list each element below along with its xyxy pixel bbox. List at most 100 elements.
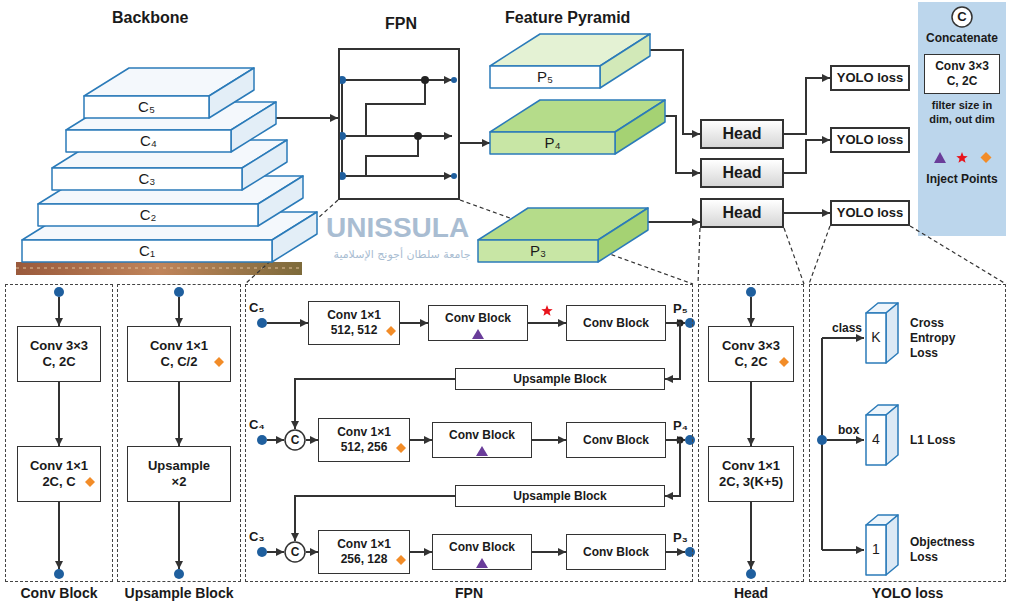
text-holder: FPN <box>235 585 703 603</box>
legend-text: Concatenate <box>918 31 1006 46</box>
slab-shape <box>866 405 898 465</box>
conv-legend-box: Conv 3×3C, 2C <box>924 54 1000 94</box>
fpn-schematic <box>342 175 452 177</box>
inject-triangle <box>472 329 484 339</box>
layer-label: C₅ <box>138 98 155 117</box>
text-holder: Head <box>688 585 814 603</box>
input-image <box>16 268 302 269</box>
port-dot <box>54 569 64 579</box>
panel-title: Conv Block <box>0 585 123 603</box>
slab-shape <box>490 34 650 88</box>
slab-face <box>598 208 648 262</box>
legend-text: Inject Points <box>918 172 1006 187</box>
block-wire <box>267 551 284 553</box>
box-text: YOLO loss <box>837 205 903 221</box>
box-text: Conv 1×1 <box>722 458 780 474</box>
fpn-box: FPN <box>338 48 460 200</box>
block-wire <box>750 502 752 569</box>
fpn-schematic <box>366 80 425 136</box>
box-text: Conv 3×3 <box>935 59 989 74</box>
slab-face <box>600 34 650 88</box>
slab-face <box>272 212 317 262</box>
slab-shape <box>866 515 898 575</box>
output-label: P₄ <box>672 418 689 434</box>
loss-name: Cross Entropy Loss <box>910 316 976 361</box>
block-wire <box>267 439 284 441</box>
text-holder: جامعة سلطان أجونج الإسلامية <box>328 248 476 262</box>
box-text: Conv Block <box>449 540 515 555</box>
text-holder: UNISSULA <box>326 210 469 245</box>
concat-letter: C <box>291 545 300 560</box>
zoom-line <box>698 228 700 284</box>
connector-arrow <box>532 439 566 441</box>
panel-frame <box>5 284 113 582</box>
port-dot <box>746 287 756 297</box>
conv-box: Conv 3×3C, 2C <box>708 326 794 382</box>
input-label: C₅ <box>249 300 264 316</box>
box-text: Head <box>722 203 761 223</box>
text-holder: P₄ <box>672 416 689 434</box>
input-label: C₄ <box>249 417 265 433</box>
connector-arrow <box>750 382 752 446</box>
conv-block-box: Conv Block <box>432 422 532 458</box>
slab-face <box>52 168 242 190</box>
port-dot <box>817 435 827 445</box>
text-holder: Conv Block <box>0 585 123 603</box>
block-wire <box>58 502 60 569</box>
conv-box: Conv 1×12C, C <box>17 446 101 502</box>
text-holder: L1 Loss <box>910 433 955 448</box>
connector-arrow <box>400 322 428 324</box>
zoom-line <box>784 228 804 284</box>
slab-face <box>866 313 886 363</box>
text-holder: C₅ <box>249 300 264 316</box>
box-text: Head <box>722 163 761 183</box>
head-box: Head <box>700 119 784 149</box>
layer-label: P₅ <box>537 68 553 87</box>
slab-face <box>490 132 615 154</box>
output-tensor: 1 <box>866 515 898 575</box>
upsample-box: Upsample×2 <box>127 446 231 502</box>
inject-diamond <box>85 326 789 565</box>
conv-block-box: Conv Block <box>428 305 528 341</box>
box-text: Conv Block <box>583 316 649 331</box>
inject-diamond <box>214 357 224 367</box>
block-wire <box>178 502 180 569</box>
box-text: Head <box>722 124 761 144</box>
text-holder: P₅ <box>672 299 689 317</box>
box-text: 512, 512 <box>331 323 378 338</box>
conv-box: Conv 1×1512, 512 <box>308 301 400 345</box>
layer-label: C₂ <box>140 206 157 225</box>
text-holder: box <box>838 423 859 438</box>
port-dot <box>257 547 267 557</box>
slab-face <box>866 525 886 575</box>
text-holder: Upsample Block <box>107 585 251 603</box>
block-wire <box>178 297 180 326</box>
connector-arrow <box>306 439 318 441</box>
box-text: C, 2C <box>734 354 767 370</box>
layer-label: K <box>871 329 880 347</box>
box-text: Conv Block <box>449 428 515 443</box>
text-holder: Backbone <box>112 8 188 28</box>
slab-shape <box>866 303 898 363</box>
fpn-schematic <box>414 132 422 140</box>
text-holder: P₅ <box>490 66 600 88</box>
text-holder: Feature Pyramid <box>505 8 630 28</box>
connector-arrow <box>410 551 432 553</box>
box-text: Upsample <box>148 458 210 474</box>
head-box: Head <box>700 158 784 188</box>
connector-arrow <box>178 382 180 446</box>
box-text: 2C, 3(K+5) <box>719 474 783 490</box>
text-holder: C₅ <box>84 96 209 118</box>
block-panel: HeadConv 3×3C, 2CConv 1×12C, 3(K+5) <box>698 284 804 582</box>
block-wire <box>267 322 308 324</box>
connector-arrow <box>410 439 432 441</box>
port-dot <box>685 547 695 557</box>
output-label: P₅ <box>672 301 689 317</box>
text-holder: Inject Points <box>918 172 1006 187</box>
box-title: FPN <box>320 14 482 34</box>
text-holder: 4 <box>866 415 886 465</box>
concat-letter: C <box>291 433 300 448</box>
slab-face <box>66 130 231 152</box>
port-dot <box>174 287 184 297</box>
box-text: Conv 1×1 <box>150 338 208 354</box>
